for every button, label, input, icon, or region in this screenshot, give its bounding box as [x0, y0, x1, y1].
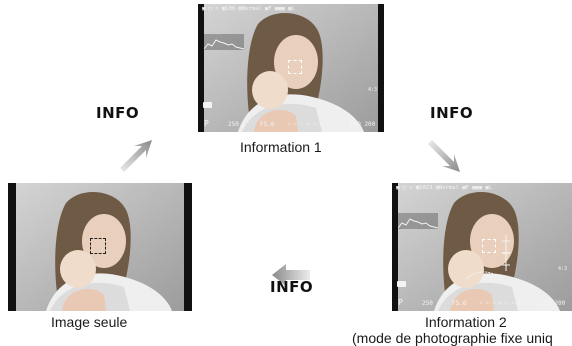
overlay-shutter: 250	[228, 121, 239, 128]
histogram-icon	[398, 213, 438, 229]
info-label-left: INFO	[96, 104, 140, 122]
arrow-up-right-icon	[120, 140, 152, 172]
overlay-iso: ISO 200	[540, 300, 566, 307]
caption-information-1: Information 1	[240, 139, 322, 155]
info-label-bottom: INFO	[270, 278, 314, 296]
overlay-aperture: F5.6	[260, 121, 275, 128]
level-gauge-horizontal-icon	[465, 271, 503, 280]
overlay-mode: P	[398, 298, 403, 307]
overlay-top-icons: ▣ □ ▫ ▦1023 ▤Normal ▣F ▣▣▣ ▣L	[396, 185, 493, 191]
overlay-exposure-scale: -3..2..1..0..1..2..3+	[286, 122, 331, 126]
caption-information-2-sub: (mode de photographie fixe uniq	[352, 330, 553, 346]
arrow-down-right-icon	[428, 140, 460, 172]
screen-information-1: ▣ □ ▫ ▦100 ▤Normal ▣F ▣▣▣ ▣L 4:3 P 250 F…	[198, 4, 384, 132]
overlay-shutter: 250	[422, 300, 433, 307]
overlay-mode: P	[204, 119, 209, 128]
photo-mother-baby	[398, 183, 572, 311]
camera-mode-icon	[203, 102, 212, 108]
photo-mother-baby	[204, 4, 378, 132]
screen-image-only	[8, 183, 192, 311]
af-target-box	[288, 60, 302, 74]
overlay-side-right: 4:3	[558, 266, 568, 272]
caption-information-2: Information 2	[425, 314, 507, 330]
overlay-exposure-scale: -3..2..1..0..1..2..3+	[478, 301, 523, 305]
af-target-box	[482, 239, 496, 253]
histogram-icon	[204, 34, 244, 50]
af-target-box	[90, 238, 106, 254]
overlay-side-right: 4:3	[368, 87, 378, 93]
caption-image-only: Image seule	[51, 314, 128, 330]
overlay-iso: ISO 200	[350, 121, 376, 128]
screen-information-2: ▣ □ ▫ ▦1023 ▤Normal ▣F ▣▣▣ ▣L 4:3 P 250 …	[392, 183, 572, 311]
info-label-right: INFO	[430, 104, 474, 122]
arrow-left-icon	[272, 264, 310, 286]
photo-mother-baby	[16, 183, 184, 311]
overlay-aperture: F5.6	[452, 300, 467, 307]
camera-mode-icon	[397, 281, 406, 287]
level-gauge-vertical-icon	[502, 235, 510, 271]
overlay-top-icons: ▣ □ ▫ ▦100 ▤Normal ▣F ▣▣▣ ▣L	[202, 6, 295, 12]
